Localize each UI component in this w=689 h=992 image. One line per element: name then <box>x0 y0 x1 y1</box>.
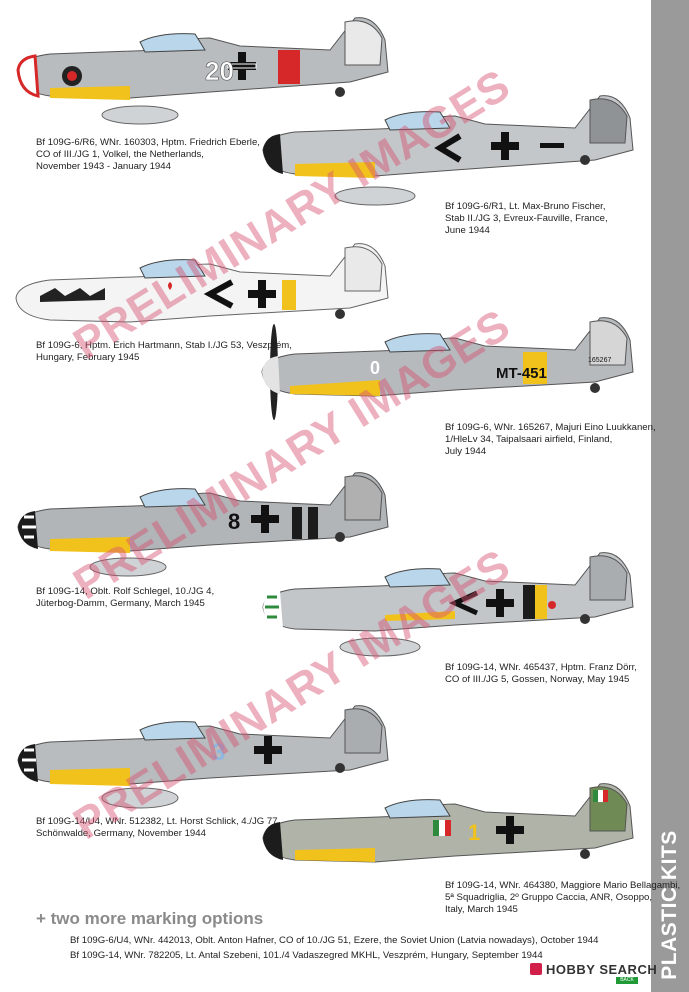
plane-number-7: 3 <box>212 739 225 766</box>
plane-profile-6 <box>262 552 634 657</box>
plane-body-2 <box>262 95 634 206</box>
caption-2: Bf 109G-6/R1, Lt. Max-Bruno Fischer, Sta… <box>445 201 608 237</box>
caption-4: Bf 109G-6, WNr. 165267, Majuri Eino Luuk… <box>445 422 656 458</box>
caption-5: Bf 109G-14, Oblt. Rolf Schlegel, 10./JG … <box>36 586 215 610</box>
hobby-search-logo: HOBBY SEARCH BACK <box>530 960 680 984</box>
shopping-bag-icon <box>530 963 542 975</box>
plane-profile-4: 0 MT-451 165267 <box>261 317 634 420</box>
caption-7: Bf 109G-14/U4, WNr. 512382, Lt. Horst Sc… <box>36 816 281 840</box>
plane-number-4: 0 <box>370 358 380 378</box>
more-option-1: Bf 109G-6/U4, WNr. 442013, Oblt. Anton H… <box>70 935 599 946</box>
plane-profile-8: 1 <box>262 783 634 863</box>
caption-1: Bf 109G-6/R6, WNr. 160303, Hptm. Friedri… <box>36 137 260 173</box>
plane-body-4 <box>261 317 634 420</box>
plane-body-7 <box>17 705 389 809</box>
plane-profile-2 <box>262 95 634 206</box>
plane-body-3 <box>15 243 389 323</box>
plane-body-8 <box>262 783 634 863</box>
plane-profile-3 <box>15 243 389 323</box>
plane-profile-7: 3 <box>17 705 389 809</box>
caption-3: Bf 109G-6, Hptm. Erich Hartmann, Stab I.… <box>36 340 292 364</box>
plane-body-1 <box>16 17 389 125</box>
plane-body-5 <box>17 472 389 577</box>
plane-body-6 <box>262 552 634 657</box>
plane-number-8: 1 <box>468 820 480 845</box>
plane-serial-4: 165267 <box>588 357 611 364</box>
caption-8: Bf 109G-14, WNr. 464380, Maggiore Mario … <box>445 880 681 916</box>
back-button[interactable]: BACK <box>616 977 638 984</box>
plane-codes-4: MT-451 <box>496 365 547 382</box>
more-option-2: Bf 109G-14, WNr. 782205, Lt. Antal Szebe… <box>70 950 543 961</box>
plane-profile-1: 20 <box>16 17 389 125</box>
caption-6: Bf 109G-14, WNr. 465437, Hptm. Franz Dör… <box>445 662 637 686</box>
plane-number-1: 20 <box>205 56 234 86</box>
side-bar <box>651 0 689 992</box>
more-options-heading: + two more marking options <box>36 909 264 928</box>
plane-number-5: 8 <box>228 509 240 534</box>
plane-profile-5: 8 <box>17 472 389 577</box>
logo-brand: HOBBY SEARCH <box>546 962 658 977</box>
